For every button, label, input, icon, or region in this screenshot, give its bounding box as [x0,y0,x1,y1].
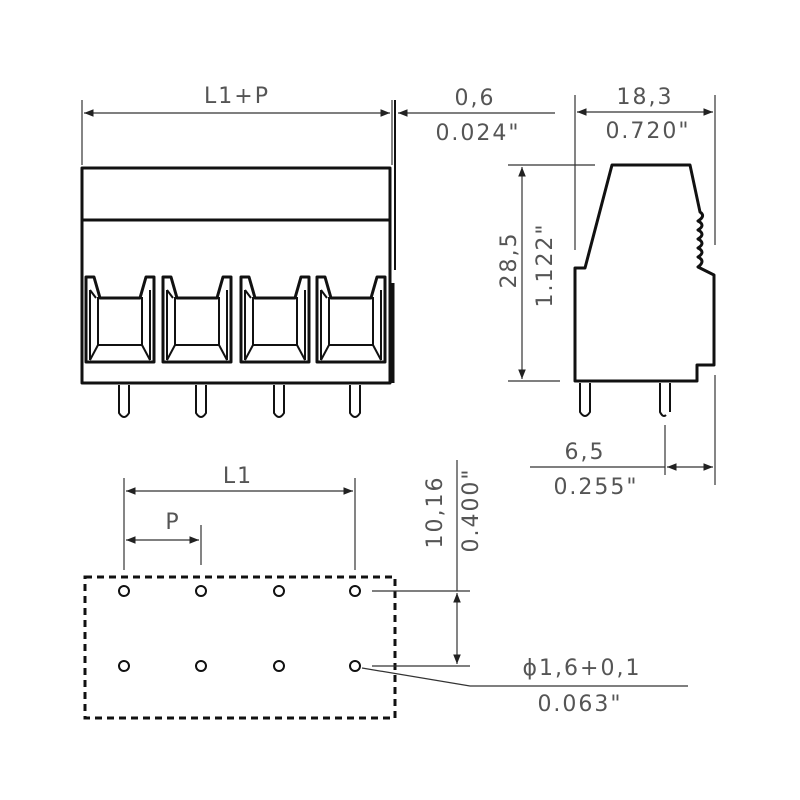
pin [195,385,207,418]
pin [349,385,361,418]
side-view [573,163,716,417]
terminal-socket [239,275,311,364]
pitch-label: P [165,510,180,535]
hole-leader [361,667,688,687]
row-spacing-in-label: 0.400" [459,467,484,552]
footprint-hole [118,585,130,597]
terminal-socket [315,275,387,364]
pin [273,385,285,418]
pin [118,385,130,418]
footprint-hole [349,660,361,672]
gap-mm-label: 0,6 [455,86,496,111]
front-view [80,100,396,418]
pin-offset-mm-label: 6,5 [565,440,606,465]
terminal-socket [161,275,233,364]
footprint-outline [83,575,397,720]
footprint-hole [273,585,285,597]
height-in-label: 1.122" [533,222,558,307]
footprint-hole [273,660,285,672]
gap-in-label: 0.024" [435,121,520,146]
hole-mm-label: ϕ1,6+0,1 [523,656,642,681]
footprint-hole [349,585,361,597]
pin-offset-in-label: 0.255" [553,475,638,500]
footprint-hole [195,585,207,597]
depth-mm-label: 18,3 [617,85,674,110]
footprint-holes [118,585,361,672]
row-spacing-mm-label: 10,16 [423,476,448,549]
hole-in-label: 0.063" [537,692,622,717]
l1-label: L1 [223,464,253,489]
l1p-label: L1+P [204,84,270,109]
terminal-socket [84,275,156,364]
footprint-hole [118,660,130,672]
footprint-hole [195,660,207,672]
height-mm-label: 28,5 [497,232,522,289]
depth-in-label: 0.720" [605,119,690,144]
